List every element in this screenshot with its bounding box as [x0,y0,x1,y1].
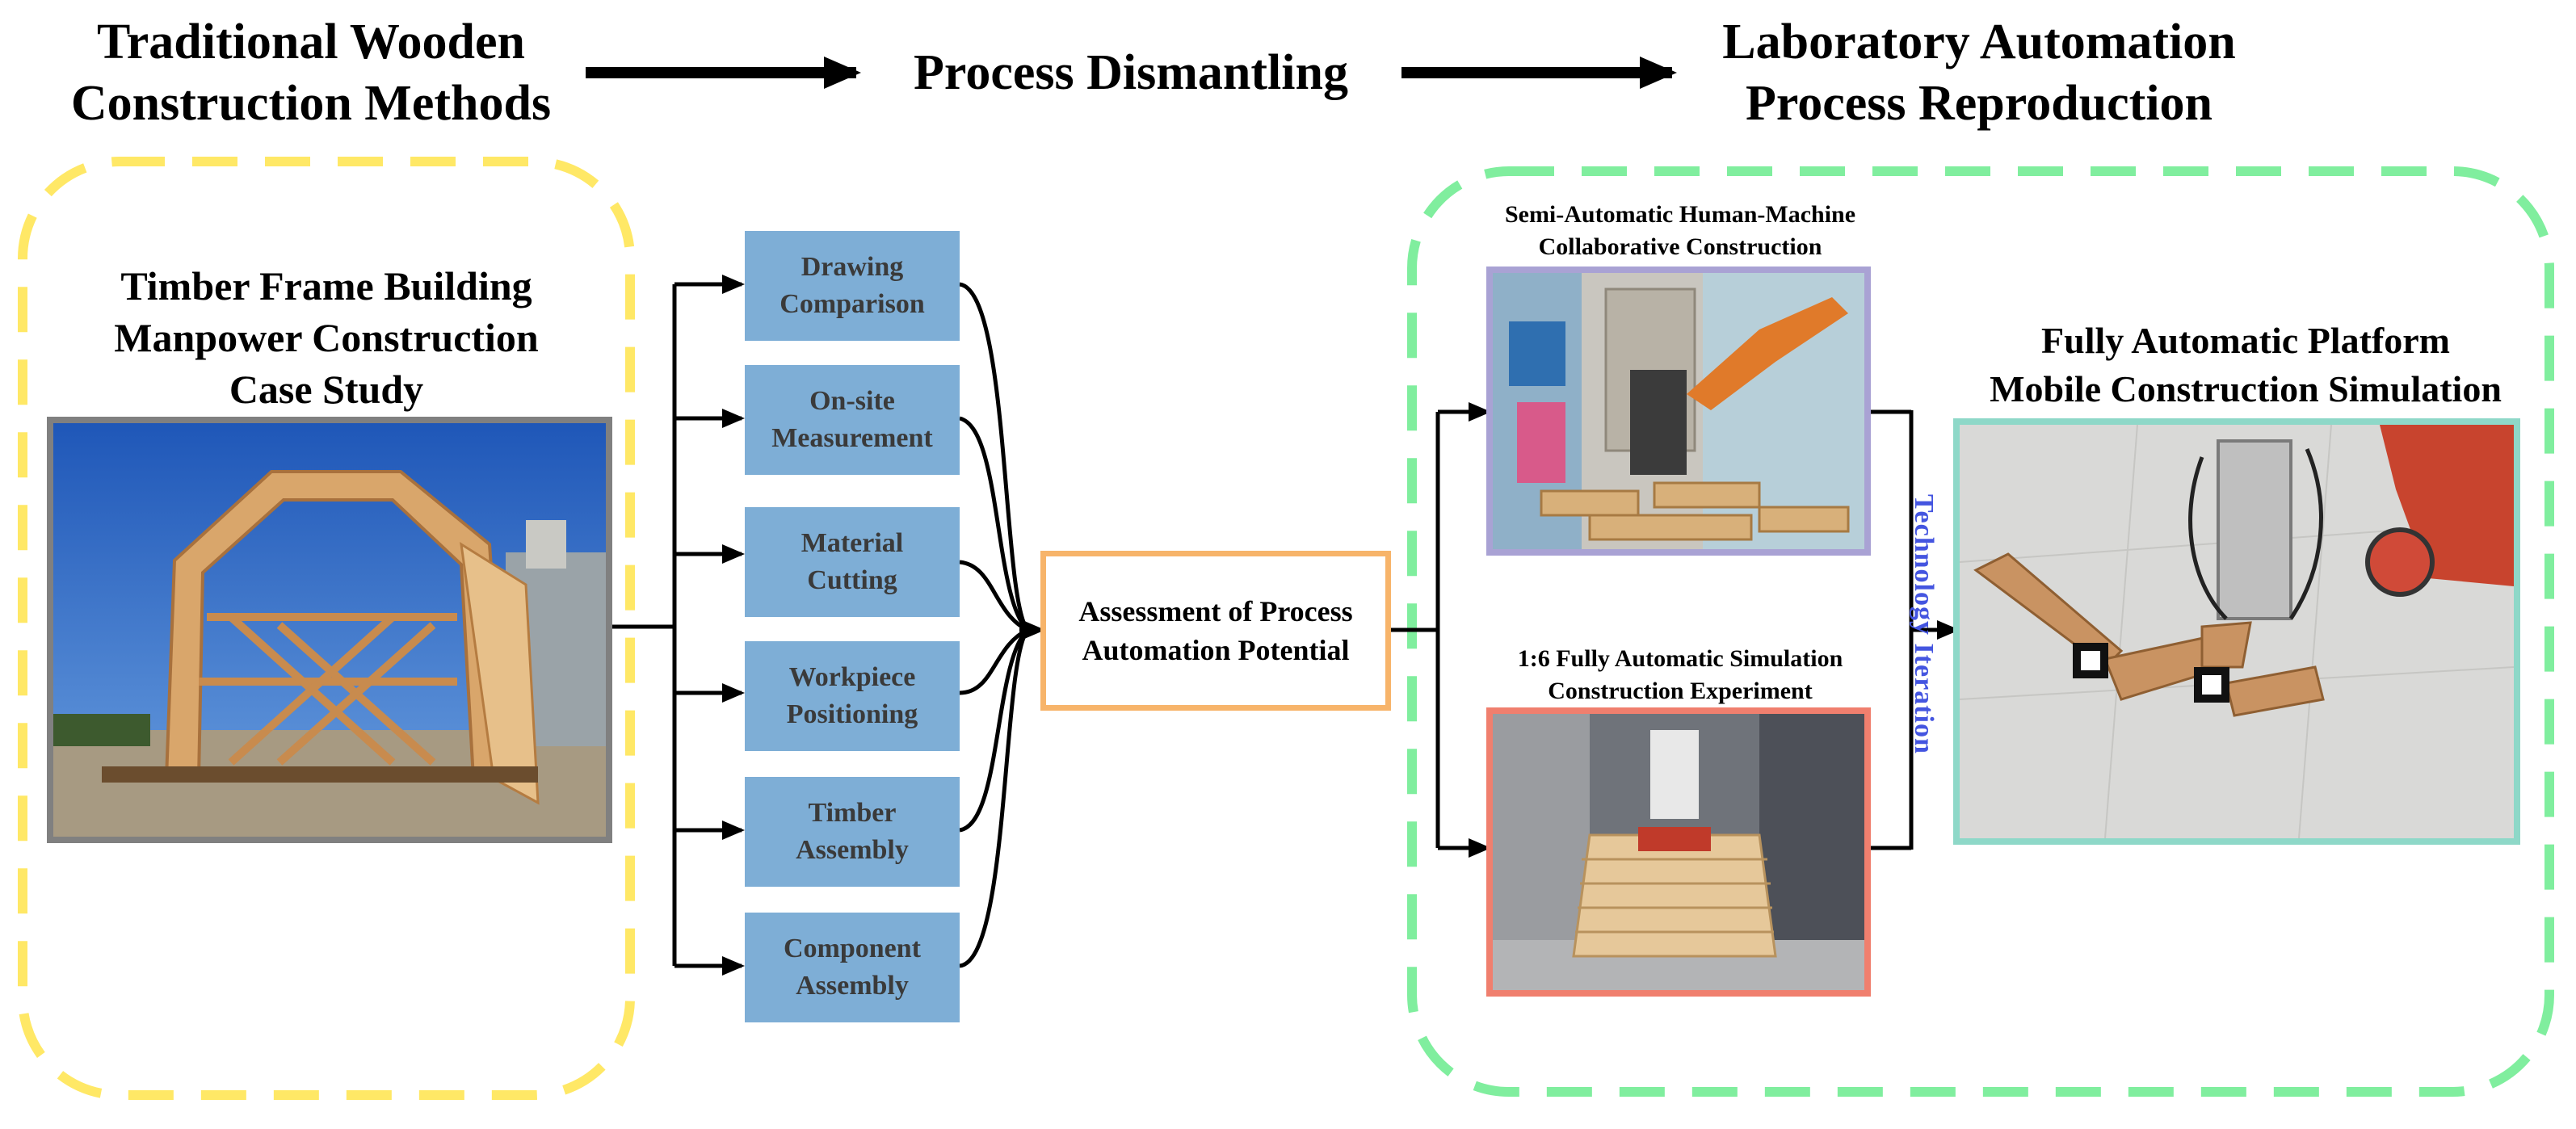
step-label-line-1: Component [783,934,922,963]
platform-title: Fully Automatic Platform Mobile Construc… [1939,317,2553,413]
converging-curves [959,282,1030,968]
step-label-line-2: Positioning [786,699,918,729]
step-label-line-1: On-site [809,386,895,416]
step-component-assembly: Component Assembly [745,913,960,1022]
platform-photo [1953,418,2520,845]
step-material-cutting: Material Cutting [745,507,960,617]
scale-model-illustration [1493,714,1864,990]
full-sim-title: 1:6 Fully Automatic Simulation Construct… [1454,643,1906,707]
assessment-line-2: Automation Potential [1082,634,1350,666]
case-study-title: Timber Frame Building Manpower Construct… [79,260,574,415]
full-sim-title-line-2: Construction Experiment [1548,678,1813,704]
header-laboratory-line-1: Laboratory Automation [1722,15,2236,69]
mobile-platform-illustration [1960,425,2514,838]
simulation-photo [1486,707,1871,997]
step-label-line-1: Workpiece [788,662,916,692]
step-label-line-2: Assembly [796,971,909,1001]
step-label-line-2: Cutting [807,565,897,595]
header-traditional: Traditional Wooden Construction Methods [28,11,594,134]
branch-arrows [674,275,745,976]
step-workpiece-positioning: Workpiece Positioning [745,641,960,751]
semi-auto-title: Semi-Automatic Human-Machine Collaborati… [1454,199,1906,263]
timber-frame-illustration [53,423,606,837]
platform-title-line-2: Mobile Construction Simulation [1990,368,2502,409]
timber-frame-photo [47,417,612,843]
semi-auto-title-line-1: Semi-Automatic Human-Machine [1504,201,1856,228]
semi-auto-photo [1486,267,1871,556]
case-study-title-line-1: Timber Frame Building [120,263,532,308]
step-on-site-measurement: On-site Measurement [745,365,960,475]
step-label-line-1: Material [801,528,904,558]
robot-arm-illustration [1493,273,1864,549]
step-label-line-2: Comparison [780,289,925,319]
step-label-line-2: Measurement [771,423,933,453]
step-drawing-comparison: Drawing Comparison [745,231,960,341]
step-label-line-1: Timber [808,798,897,828]
step-label-line-1: Drawing [801,252,904,282]
header-dismantling: Process Dismantling [914,45,1348,100]
case-study-title-line-3: Case Study [229,367,424,412]
case-study-title-line-2: Manpower Construction [114,315,539,360]
header-traditional-line-1: Traditional Wooden [97,15,525,69]
platform-title-line-1: Fully Automatic Platform [2041,320,2450,361]
semi-auto-title-line-2: Collaborative Construction [1538,233,1822,260]
technology-iteration-label: Technology Iteration [1909,494,1939,754]
header-laboratory: Laboratory Automation Process Reproducti… [1680,11,2278,134]
step-label-line-2: Assembly [796,835,909,865]
assessment-line-1: Assessment of Process [1078,595,1353,627]
header-traditional-line-2: Construction Methods [70,76,552,131]
assessment-box: Assessment of Process Automation Potenti… [1040,551,1391,711]
header-laboratory-line-2: Process Reproduction [1745,76,2213,131]
full-sim-title-line-1: 1:6 Fully Automatic Simulation [1517,645,1843,672]
step-timber-assembly: Timber Assembly [745,777,960,887]
